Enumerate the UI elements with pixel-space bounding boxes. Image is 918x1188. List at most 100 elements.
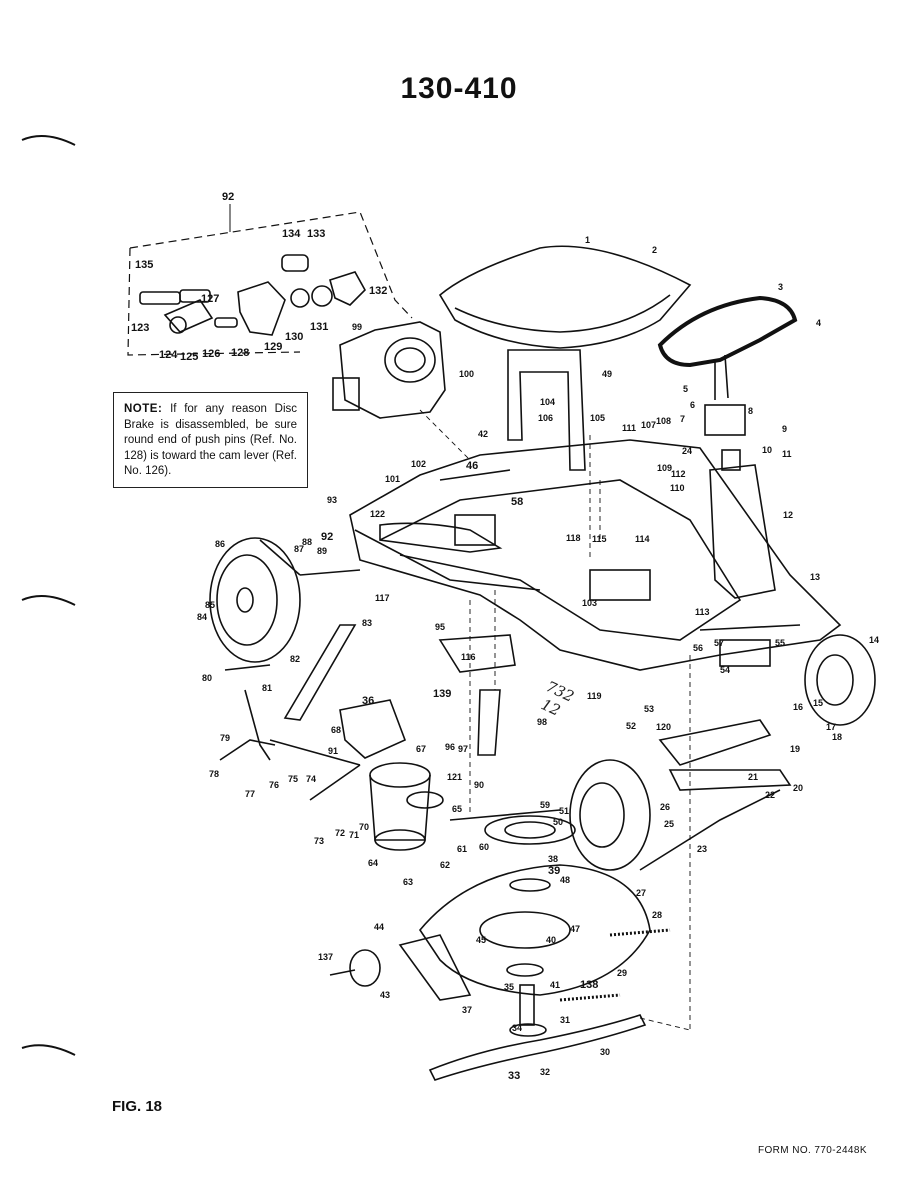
callout-51: 51 xyxy=(559,806,569,816)
callout-112: 112 xyxy=(671,469,686,479)
callout-32: 32 xyxy=(540,1067,550,1077)
callout-82: 82 xyxy=(290,654,300,664)
callout-38: 38 xyxy=(548,854,558,864)
callout-56: 56 xyxy=(693,643,703,653)
callout-70: 70 xyxy=(359,822,369,832)
callout-48: 48 xyxy=(560,875,570,885)
callout-52: 52 xyxy=(626,721,636,731)
callout-131: 131 xyxy=(310,321,328,333)
callout-114: 114 xyxy=(635,534,650,544)
callout-15: 15 xyxy=(813,698,823,708)
callout-65: 65 xyxy=(452,804,462,814)
callout-18: 18 xyxy=(832,732,842,742)
note-label: NOTE: xyxy=(124,403,163,415)
callout-68: 68 xyxy=(331,725,341,735)
callout-59: 59 xyxy=(540,800,550,810)
callout-124: 124 xyxy=(159,349,178,361)
callout-128: 128 xyxy=(231,347,249,359)
callout-113: 113 xyxy=(695,607,710,617)
callout-4: 4 xyxy=(816,318,821,328)
callout-89: 89 xyxy=(317,546,327,556)
callout-116: 116 xyxy=(461,652,476,662)
callout-87: 87 xyxy=(294,544,304,554)
callout-10: 10 xyxy=(762,445,772,455)
callout-90: 90 xyxy=(474,780,484,790)
callout-57: 57 xyxy=(714,638,724,648)
callout-2: 2 xyxy=(652,245,657,255)
callout-24: 24 xyxy=(682,446,692,456)
callout-28: 28 xyxy=(652,910,662,920)
form-number: FORM NO. 770-2448K xyxy=(758,1145,867,1156)
callout-35: 35 xyxy=(504,982,514,992)
callout-63: 63 xyxy=(403,877,413,887)
callout-133: 133 xyxy=(307,228,325,240)
callout-92: 92 xyxy=(321,531,333,543)
callout-107: 107 xyxy=(641,420,656,430)
callout-101: 101 xyxy=(385,474,400,484)
callout-12: 12 xyxy=(783,510,793,520)
callout-115: 115 xyxy=(592,534,607,544)
note-box: NOTE: If for any reason Disc Brake is di… xyxy=(113,392,308,488)
callout-83: 83 xyxy=(362,618,372,628)
callout-49: 49 xyxy=(602,369,612,379)
callout-61: 61 xyxy=(457,844,467,854)
callout-13: 13 xyxy=(810,572,820,582)
callout-22: 22 xyxy=(765,790,775,800)
callout-55: 55 xyxy=(775,638,785,648)
callout-17: 17 xyxy=(826,722,836,732)
callout-54: 54 xyxy=(720,665,730,675)
page-title: 130-410 xyxy=(400,72,518,105)
callout-79: 79 xyxy=(220,733,230,743)
callout-9: 9 xyxy=(782,424,787,434)
callout-29: 29 xyxy=(617,968,627,978)
callout-40: 40 xyxy=(546,935,556,945)
callout-139: 139 xyxy=(433,688,451,700)
callout-81: 81 xyxy=(262,683,272,693)
callout-58: 58 xyxy=(511,496,523,508)
callout-110: 110 xyxy=(670,483,685,493)
callout-126: 126 xyxy=(202,348,220,360)
callout-132: 132 xyxy=(369,285,387,297)
callout-88: 88 xyxy=(302,537,312,547)
callout-50: 50 xyxy=(553,817,563,827)
callout-134: 134 xyxy=(282,228,301,240)
callout-34: 34 xyxy=(512,1023,522,1033)
callout-42: 42 xyxy=(478,429,488,439)
callout-7: 7 xyxy=(680,414,685,424)
callout-41: 41 xyxy=(550,980,560,990)
figure-label: FIG. 18 xyxy=(112,1098,163,1115)
callout-43: 43 xyxy=(380,990,390,1000)
callout-80: 80 xyxy=(202,673,212,683)
callout-1: 1 xyxy=(585,235,590,245)
callout-98: 98 xyxy=(537,717,547,727)
callout-16: 16 xyxy=(793,702,803,712)
callout-108: 108 xyxy=(656,416,671,426)
callout-97: 97 xyxy=(458,744,468,754)
callout-37: 37 xyxy=(462,1005,472,1015)
callout-127: 127 xyxy=(201,293,219,305)
callout-138: 138 xyxy=(580,979,598,991)
callout-117: 117 xyxy=(375,593,390,603)
callout-47: 47 xyxy=(570,924,580,934)
callout-119: 119 xyxy=(587,691,602,701)
callout-8: 8 xyxy=(748,406,753,416)
callout-118: 118 xyxy=(566,533,581,543)
callout-103: 103 xyxy=(582,598,597,608)
callout-36: 36 xyxy=(362,695,374,707)
callout-91: 91 xyxy=(328,746,338,756)
callout-122: 122 xyxy=(370,509,385,519)
callout-123: 123 xyxy=(131,322,149,334)
callout-84: 84 xyxy=(197,612,207,622)
callout-137: 137 xyxy=(318,952,333,962)
callout-46: 46 xyxy=(466,460,478,472)
callout-121: 121 xyxy=(447,772,462,782)
callout-106: 106 xyxy=(538,413,553,423)
callout-39: 39 xyxy=(548,865,560,877)
callout-62: 62 xyxy=(440,860,450,870)
callout-5: 5 xyxy=(683,384,688,394)
callout-104: 104 xyxy=(540,397,555,407)
callout-25: 25 xyxy=(664,819,674,829)
callout-11: 11 xyxy=(782,449,792,459)
callout-99: 99 xyxy=(352,322,362,332)
callout-78: 78 xyxy=(209,769,219,779)
